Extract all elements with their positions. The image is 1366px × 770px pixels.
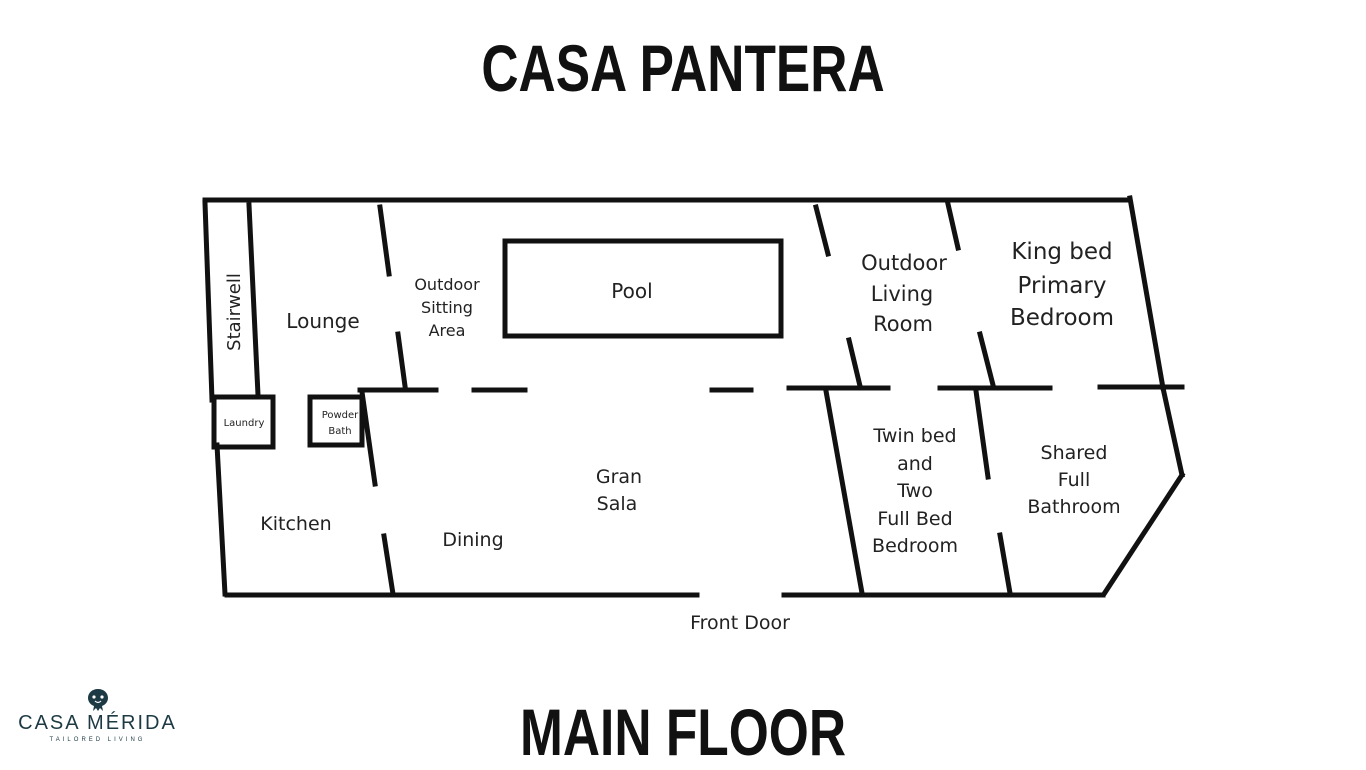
room-label-line: Twin bed [872, 425, 956, 447]
room-label-line: Primary [1018, 273, 1107, 299]
pool-outline [502, 238, 784, 339]
wall-right-mid [1160, 385, 1185, 478]
room-label-outdoor-living: Outdoor Living Room [861, 251, 947, 336]
wall-primary-left-1 [945, 201, 961, 251]
wall-primary-left-2 [976, 330, 997, 389]
room-label-lounge: Lounge [286, 309, 359, 333]
room-label-twin-bedroom: Twin bed and Two Full Bed Bedroom [872, 425, 958, 557]
room-label-line: Bathroom [1027, 496, 1120, 518]
floor-title: MAIN FLOOR [519, 695, 846, 769]
wall-right-upper [1127, 195, 1166, 391]
room-label-kitchen: Kitchen [260, 513, 331, 535]
wall-kitchen-divider [359, 389, 378, 487]
wall-right-diagonal [1100, 471, 1186, 598]
room-label-powder-bath: Powder Bath [322, 410, 359, 437]
wall-kitchen-dining [381, 533, 396, 597]
room-label-line: Full [1058, 469, 1091, 491]
wall-powder-bath [307, 394, 365, 448]
wall-outdoor-living-left-1 [812, 203, 832, 258]
wall-twin-right-1 [973, 388, 991, 480]
wall-twin-right-2 [997, 532, 1013, 596]
jaguar-logo-icon [87, 689, 108, 711]
wall-laundry [211, 394, 276, 450]
room-label-line: Bath [328, 426, 351, 437]
room-label-line: Gran [596, 466, 642, 488]
room-label-line: Outdoor [414, 275, 480, 294]
brand-tagline: TAILORED LIVING [49, 737, 146, 743]
wall-left-upper [202, 200, 215, 403]
room-label-shared-bathroom: Shared Full Bathroom [1027, 442, 1120, 518]
room-label-line: Shared [1041, 442, 1108, 464]
wall-lounge-divider-2 [395, 331, 408, 389]
room-label-line: Powder [322, 410, 359, 421]
walls [202, 195, 1186, 598]
room-label-line: and [897, 453, 933, 475]
room-label-line: Area [429, 321, 466, 340]
room-label-primary-bedroom: King bed Primary Bedroom [1010, 239, 1114, 331]
page-title: CASA PANTERA [481, 31, 885, 105]
wall-twin-left [823, 388, 865, 596]
room-label-stairwell: Stairwell [224, 273, 245, 351]
room-label-pool: Pool [611, 279, 652, 303]
room-label-line: Full Bed [877, 508, 952, 530]
room-label-line: Two [896, 480, 933, 502]
room-label-line: Room [873, 312, 933, 336]
room-label-gran-sala: Gran Sala [596, 466, 642, 515]
wall-stairwell [246, 202, 261, 398]
room-label-line: Sitting [421, 298, 473, 317]
wall-left-lower [214, 442, 228, 597]
room-label-line: Bedroom [1010, 305, 1114, 331]
room-label-dining: Dining [442, 529, 503, 551]
room-label-line: Outdoor [861, 251, 947, 275]
brand-logo: CASA MÉRIDA TAILORED LIVING [10, 688, 185, 743]
wall-lounge-divider-1 [377, 204, 392, 277]
room-label-line: Living [871, 282, 933, 306]
room-label-line: Sala [597, 493, 638, 515]
room-label-line: Bedroom [872, 535, 958, 557]
room-label-front-door: Front Door [690, 612, 790, 634]
wall-outdoor-living-left-2 [845, 336, 864, 390]
room-label-outdoor-sitting: Outdoor Sitting Area [414, 275, 480, 340]
brand-name: CASA MÉRIDA [18, 712, 177, 734]
room-label-laundry: Laundry [224, 418, 265, 429]
room-label-line: King bed [1011, 239, 1112, 265]
